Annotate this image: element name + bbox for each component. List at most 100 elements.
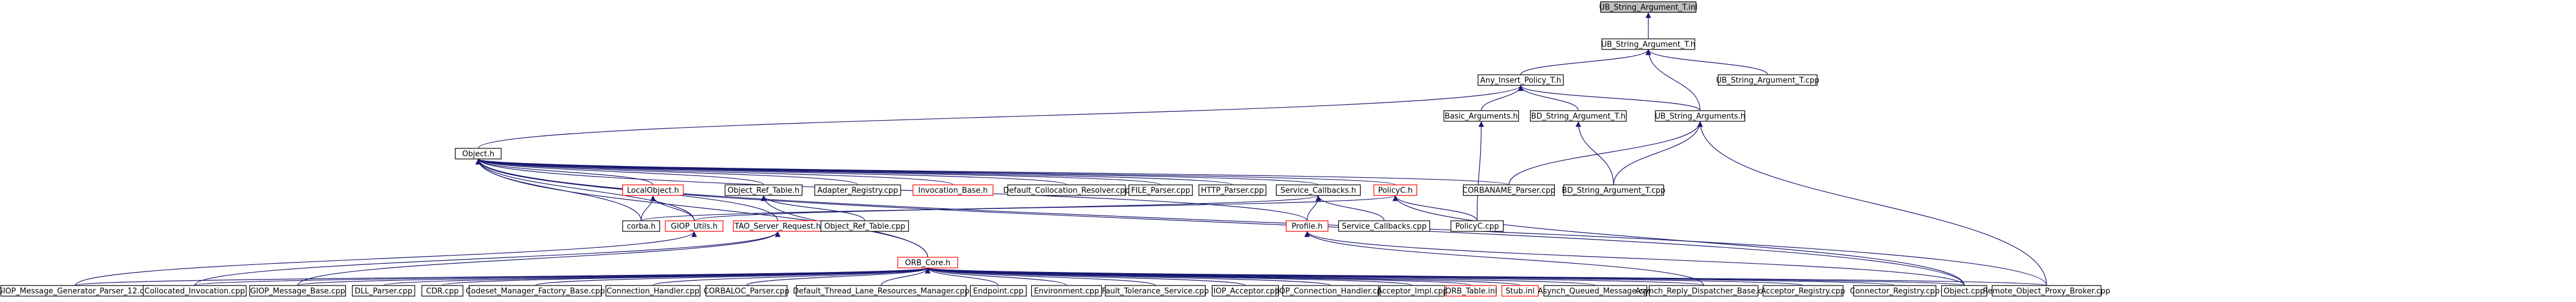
graph-node-tao-sr-h[interactable]: TAO_Server_Request.h: [732, 220, 823, 232]
node-label: Adapter_Registry.cpp: [817, 187, 898, 195]
graph-node-dll-parser[interactable]: DLL_Parser.cpp: [352, 285, 415, 297]
dependency-edge-policyc_cpp-to-policyc_h: [1392, 195, 1478, 221]
node-label: Any_Insert_Policy_T.h: [1480, 77, 1561, 85]
graph-node-codeset-mgr[interactable]: Codeset_Manager_Factory_Base.cpp: [466, 285, 605, 297]
dependency-edge-adapter_reg-to-object_h: [475, 158, 858, 185]
graph-node-acceptor-impl[interactable]: Acceptor_Impl.cpp: [1377, 285, 1448, 297]
dependency-edge-giop_gen12-to-giop_utils_h: [75, 231, 697, 286]
graph-node-iiop-acceptor[interactable]: IIOP_Acceptor.cpp: [1211, 285, 1279, 297]
graph-node-corbaname-parser[interactable]: CORBANAME_Parser.cpp: [1462, 184, 1555, 196]
graph-node-ubsat-cpp[interactable]: UB_String_Argument_T.cpp: [1716, 74, 1819, 86]
graph-node-objreftable-cpp[interactable]: Object_Ref_Table.cpp: [820, 220, 909, 232]
node-box: [1211, 285, 1279, 297]
graph-node-remote-opb[interactable]: Remote_Object_Proxy_Broker.cpp: [1983, 285, 2111, 297]
graph-node-service-cb-cpp[interactable]: Service_Callbacks.cpp: [1338, 220, 1431, 232]
graph-node-service-cb-h[interactable]: Service_Callbacks.h: [1275, 184, 1361, 196]
node-label: Invocation_Base.h: [918, 187, 988, 195]
dependency-edge-profile_h-to-service_cb_h: [1307, 195, 1321, 221]
graph-node-profile-h[interactable]: Profile.h: [1285, 220, 1329, 232]
node-label: ORB_Table.inl: [1445, 287, 1497, 296]
graph-node-basic-args-h[interactable]: Basic_Arguments.h: [1443, 110, 1519, 122]
node-box: [1285, 220, 1329, 232]
dependency-edge-default_coll-to-object_h: [475, 158, 1067, 185]
node-label: Codeset_Manager_Factory_Base.cpp: [466, 287, 605, 296]
node-box: [249, 285, 346, 297]
graph-node-ft-service[interactable]: Fault_Tolerance_Service.cpp: [1102, 285, 1209, 297]
node-box: [1373, 184, 1418, 196]
graph-node-localobject-h[interactable]: LocalObject.h: [622, 184, 684, 196]
node-label: ORB_Core.h: [905, 259, 950, 268]
graph-node-root[interactable]: UB_String_Argument_T.inl: [1599, 1, 1698, 13]
graph-node-aip-h[interactable]: Any_Insert_Policy_T.h: [1477, 74, 1564, 86]
dependency-edge-codeset_mgr-to-orb_core_h: [535, 267, 931, 286]
graph-node-connector-reg[interactable]: Connector_Registry.cpp: [1850, 285, 1940, 297]
node-label: Endpoint.cpp: [973, 287, 1024, 296]
node-box: [1501, 285, 1539, 297]
node-label: UB_String_Argument_T.cpp: [1716, 77, 1819, 85]
graph-node-ub-sa-h[interactable]: UB_String_Arguments.h: [1655, 110, 1745, 122]
node-label: GIOP_Message_Generator_Parser_12.cpp: [0, 287, 154, 296]
node-label: PolicyC.h: [1378, 187, 1413, 195]
node-box: [1563, 184, 1664, 196]
graph-node-orb-table-inl[interactable]: ORB_Table.inl: [1445, 285, 1497, 297]
node-box: [1543, 285, 1648, 297]
graph-node-giop-gen12[interactable]: GIOP_Message_Generator_Parser_12.cpp: [0, 285, 154, 297]
node-box: [705, 285, 788, 297]
node-box: [468, 285, 602, 297]
graph-node-default-coll[interactable]: Default_Collocation_Resolver.cpp: [1003, 184, 1130, 196]
graph-edges: [75, 12, 2047, 286]
graph-node-corbaloc-parser[interactable]: CORBALOC_Parser.cpp: [704, 285, 789, 297]
dependency-edge-bd_sat_cpp-to-bd_sat_h: [1575, 121, 1614, 185]
graph-node-environment[interactable]: Environment.cpp: [1031, 285, 1102, 297]
graph-node-acceptor-reg[interactable]: Acceptor_Registry.cpp: [1761, 285, 1845, 297]
node-box: [1941, 285, 1988, 297]
graph-node-cdr-cpp[interactable]: CDR.cpp: [421, 285, 464, 297]
node-box: [1648, 285, 1759, 297]
graph-node-default-tlrm[interactable]: Default_Thread_Lane_Resources_Manager.cp…: [793, 285, 969, 297]
graph-node-async-reply[interactable]: Asynch_Reply_Dispatcher_Base.cpp: [1635, 285, 1772, 297]
graph-node-stub-inl[interactable]: Stub.inl: [1501, 285, 1539, 297]
graph-node-ubsat-h[interactable]: UB_String_Argument_T.h: [1601, 38, 1695, 50]
graph-node-object-h[interactable]: Object.h: [455, 148, 502, 160]
node-label: LocalObject.h: [627, 187, 679, 195]
graph-node-collocated-inv[interactable]: Collocated_Invocation.cpp: [142, 285, 247, 297]
node-box: [455, 148, 502, 160]
graph-node-policyc-cpp[interactable]: PolicyC.cpp: [1450, 220, 1504, 232]
dependency-edge-ubsat_cpp-to-ubsat_h: [1645, 49, 1768, 75]
node-box: [421, 285, 464, 297]
graph-node-conn-handler[interactable]: Connection_Handler.cpp: [605, 285, 701, 297]
node-box: [1762, 285, 1844, 297]
graph-node-objreftable-h[interactable]: Object_Ref_Table.h: [724, 184, 803, 196]
graph-node-endpoint[interactable]: Endpoint.cpp: [969, 285, 1027, 297]
node-label: UB_String_Argument_T.h: [1601, 41, 1695, 49]
node-box: [1991, 285, 2102, 297]
dependency-edge-corba_h-to-policyc_h: [641, 195, 1398, 221]
node-box: [1462, 184, 1555, 196]
node-box: [814, 184, 901, 196]
graph-node-invocation-base-h[interactable]: Invocation_Base.h: [912, 184, 994, 196]
graph-node-file-parser[interactable]: FILE_Parser.cpp: [1128, 184, 1193, 196]
node-label: Fault_Tolerance_Service.cpp: [1102, 287, 1209, 296]
graph-node-http-parser[interactable]: HTTP_Parser.cpp: [1198, 184, 1267, 196]
graph-node-policyc-h[interactable]: PolicyC.h: [1373, 184, 1418, 196]
graph-node-bd-sat-h[interactable]: BD_String_Argument_T.h: [1529, 110, 1627, 122]
node-label: Object_Ref_Table.cpp: [824, 223, 905, 231]
graph-node-bd-sat-cpp[interactable]: BD_String_Argument_T.cpp: [1562, 184, 1665, 196]
graph-node-orb-core-h[interactable]: ORB_Core.h: [897, 257, 958, 268]
graph-nodes: UB_String_Argument_T.inlUB_String_Argume…: [0, 1, 2111, 297]
graph-node-iiop-conn-handler[interactable]: IIOP_Connection_Handler.cpp: [1275, 285, 1387, 297]
dependency-edge-giop_msg_base-to-tao_sr_h: [297, 231, 781, 286]
graph-node-corba-h[interactable]: corba.h: [622, 220, 661, 232]
graph-node-adapter-reg[interactable]: Adapter_Registry.cpp: [814, 184, 901, 196]
node-label: Asynch_Queued_Message.cpp: [1538, 287, 1653, 296]
dependency-edge-corbaloc_parser-to-orb_core_h: [746, 267, 931, 286]
graph-node-giop-utils-h[interactable]: GIOP_Utils.h: [665, 220, 724, 232]
node-label: CORBANAME_Parser.cpp: [1462, 187, 1555, 195]
graph-node-async-queued[interactable]: Asynch_Queued_Message.cpp: [1538, 285, 1653, 297]
node-box: [1105, 285, 1206, 297]
graph-node-giop-msg-base[interactable]: GIOP_Message_Base.cpp: [249, 285, 346, 297]
node-label: BD_String_Argument_T.h: [1531, 112, 1626, 121]
graph-node-object-cpp[interactable]: Object.cpp: [1941, 285, 1988, 297]
node-box: [1128, 184, 1193, 196]
dependency-edge-file_parser-to-object_h: [475, 158, 1161, 185]
